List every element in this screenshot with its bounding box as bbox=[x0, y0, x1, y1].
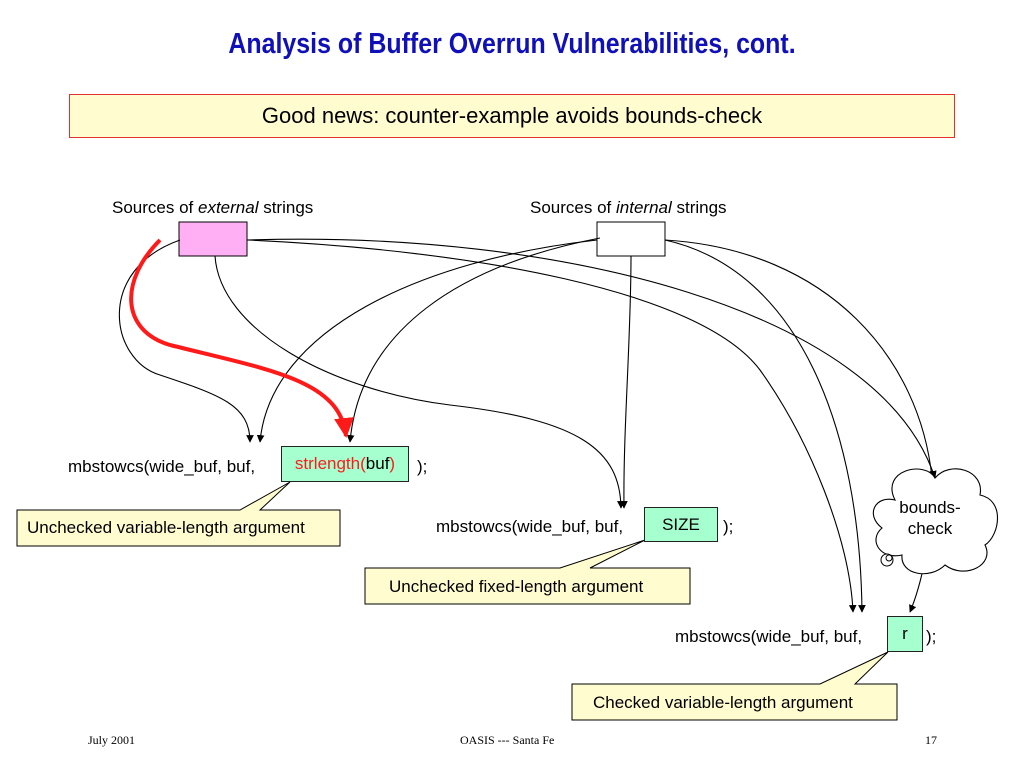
external-sources-label: Sources of external strings bbox=[112, 198, 313, 218]
bounds-check-line2: check bbox=[907, 519, 953, 538]
strlength-arg: buf bbox=[365, 454, 390, 473]
internal-label-suffix: strings bbox=[671, 198, 727, 217]
external-label-emph: external bbox=[198, 198, 259, 217]
call3-arg-box: r bbox=[887, 616, 923, 652]
external-label-prefix: Sources of bbox=[112, 198, 198, 217]
footer-page-number: 17 bbox=[925, 733, 937, 747]
edge-internal-to-strlength bbox=[346, 237, 601, 443]
slide-title: Analysis of Buffer Overrun Vulnerabiliti… bbox=[228, 28, 796, 60]
call2-close: ); bbox=[723, 517, 734, 536]
subtitle-text: Good news: counter-example avoids bounds… bbox=[261, 103, 763, 128]
cloud-bubble-small bbox=[885, 554, 893, 562]
strlength-fn: strlength( bbox=[294, 454, 366, 473]
external-source-box bbox=[178, 221, 248, 257]
bounds-check-line1: bounds- bbox=[899, 498, 961, 517]
internal-label-emph: internal bbox=[616, 198, 672, 217]
edge-internal-to-call3-buf bbox=[664, 239, 866, 613]
callout-3-text: Checked variable-length argument bbox=[593, 693, 853, 712]
callout-2-shape bbox=[364, 539, 691, 605]
call2-arg-box: SIZE bbox=[644, 507, 718, 542]
internal-label-prefix: Sources of bbox=[530, 198, 616, 217]
call1-arg-box: strlength(buf) bbox=[281, 446, 409, 482]
call3-code: mbstowcs(wide_buf, buf, bbox=[675, 627, 863, 646]
callout-1-shape bbox=[16, 481, 341, 547]
footer-venue: OASIS --- Santa Fe bbox=[460, 733, 555, 747]
edge-external-to-bounds-check bbox=[246, 238, 937, 479]
external-label-suffix: strings bbox=[258, 198, 314, 217]
callout-3-shape bbox=[571, 651, 898, 721]
edge-external-to-call3-buf bbox=[246, 239, 857, 613]
internal-sources-label: Sources of internal strings bbox=[530, 198, 727, 218]
bounds-check-cloud bbox=[872, 468, 998, 575]
call2-code: mbstowcs(wide_buf, buf, bbox=[436, 517, 624, 536]
subtitle-banner: Good news: counter-example avoids bounds… bbox=[69, 94, 955, 138]
callout-1-text: Unchecked variable-length argument bbox=[27, 518, 305, 537]
call3-close: ); bbox=[926, 627, 937, 646]
edge-internal-to-call1-buf bbox=[256, 239, 598, 443]
strlength-close: ) bbox=[389, 454, 396, 473]
edge-external-to-call1-buf bbox=[118, 239, 254, 443]
callout-2-text: Unchecked fixed-length argument bbox=[389, 577, 644, 596]
internal-source-box bbox=[596, 221, 666, 257]
edge-external-to-call2-buf bbox=[214, 255, 625, 509]
edge-internal-to-bounds-check bbox=[664, 239, 936, 479]
footer-date: July 2001 bbox=[88, 733, 136, 747]
edge-internal-to-call2-buf bbox=[620, 255, 632, 509]
call1-code: mbstowcs(wide_buf, buf, bbox=[68, 457, 256, 476]
highlighted-path-external-to-strlength bbox=[129, 238, 355, 438]
bounds-check-label: bounds- check bbox=[892, 497, 968, 539]
call1-close: ); bbox=[417, 457, 428, 476]
